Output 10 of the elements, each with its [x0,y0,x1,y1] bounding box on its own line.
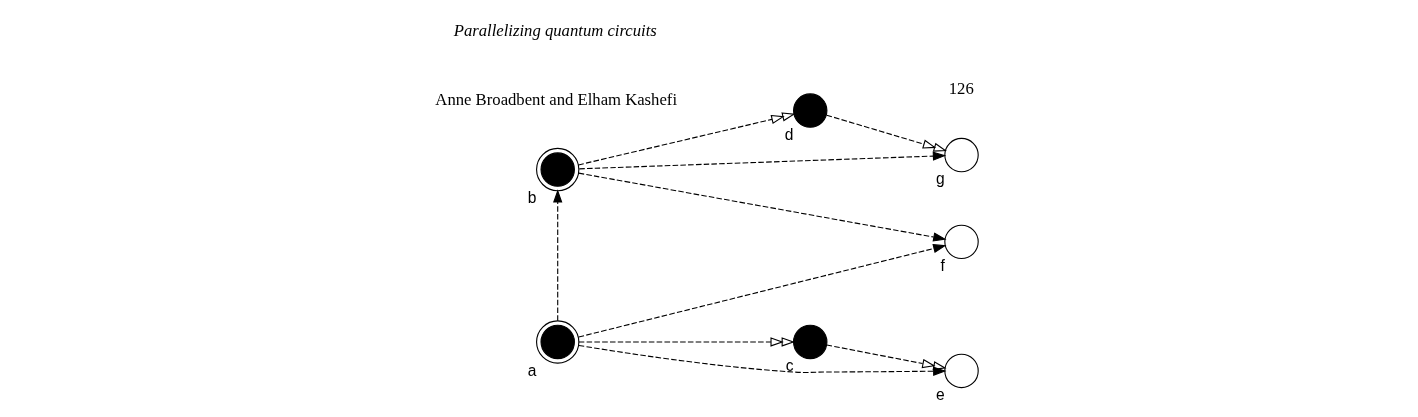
label: 126 [948,79,974,99]
node-label: g [936,170,945,188]
node-label: a [527,361,537,379]
label: Parallelizing quantum circuits [453,20,657,40]
node-label: b [527,189,537,207]
node-label: c [785,357,794,375]
node-label: f [940,257,945,275]
node-label: d [784,125,794,143]
label: Anne Broadbent and Elham Kashefi [435,89,678,109]
node-label: e [936,386,945,404]
